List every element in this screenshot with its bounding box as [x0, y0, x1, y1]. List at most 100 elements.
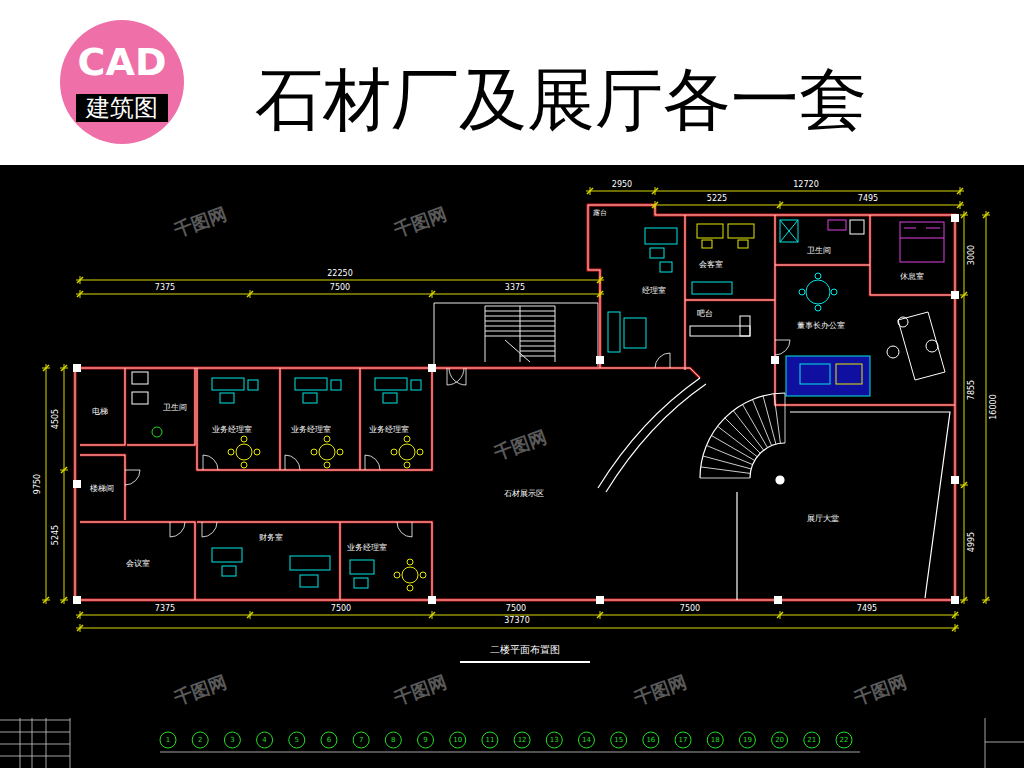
room-area: 电梯	[80, 370, 125, 440]
dimension-lines	[587, 188, 593, 194]
furniture	[740, 316, 750, 336]
axis-number: 2	[197, 737, 203, 744]
room-label: 露台	[592, 210, 608, 217]
stair-block	[434, 303, 598, 368]
dimension-lines	[250, 290, 251, 298]
wall	[75, 205, 955, 600]
room-area: 楼梯间	[80, 455, 125, 520]
dimension-text: 12720	[792, 181, 819, 189]
dimension-lines	[655, 187, 656, 195]
dimension-lines	[957, 188, 963, 194]
column	[428, 364, 436, 372]
furniture	[624, 318, 646, 348]
room-area: 财务室	[197, 524, 340, 600]
dimension-text: 3000	[968, 244, 976, 266]
dimension-lines	[60, 600, 68, 601]
curved-wall	[776, 476, 784, 484]
axis-number: 18	[710, 737, 721, 744]
dimension-lines	[61, 365, 67, 371]
door-swing	[397, 522, 412, 537]
dimension-lines	[780, 611, 781, 619]
dimension-text: 7855	[968, 379, 976, 401]
axis-bubble	[353, 732, 369, 748]
furniture	[248, 380, 258, 390]
axis-bubble	[160, 732, 852, 748]
axis-bubble	[643, 732, 659, 748]
axis-bubble	[675, 732, 691, 748]
dimension-text: 7500	[330, 605, 352, 613]
furniture	[331, 380, 341, 390]
axis-number: 3	[229, 737, 235, 744]
furniture	[241, 462, 247, 468]
dimension-text: 7375	[154, 284, 176, 292]
furniture	[241, 436, 247, 442]
furniture	[660, 262, 672, 272]
furniture	[887, 346, 899, 358]
curved-wall	[790, 412, 950, 598]
furniture	[402, 567, 418, 583]
dimension-lines	[61, 467, 67, 473]
column	[951, 214, 959, 222]
room-area: 卫生间	[127, 370, 195, 445]
dimension-lines	[777, 612, 783, 618]
column	[951, 476, 959, 484]
furniture	[236, 444, 252, 460]
dimension-text: 7375	[154, 605, 176, 613]
room-area: 吧台	[687, 302, 775, 370]
watermark: 千图网	[171, 204, 230, 240]
badge-text: CAD	[77, 43, 168, 81]
furniture	[926, 340, 938, 352]
room-area: 业务经理室	[281, 370, 360, 470]
dimension-text: 4995	[968, 531, 976, 553]
furniture	[645, 228, 677, 244]
dimension-lines	[960, 215, 968, 216]
axis-number: 7	[358, 737, 364, 744]
dimension-lines	[983, 212, 989, 218]
furniture	[324, 462, 330, 468]
dimension-lines	[247, 612, 253, 618]
furniture	[354, 578, 368, 588]
room-label: 吧台	[697, 310, 713, 318]
room-area: 业务经理室	[341, 524, 432, 600]
dimension-lines	[955, 624, 956, 632]
room-label: 财务室	[259, 534, 283, 542]
axis-number: 4	[261, 737, 267, 744]
axis-number: 9	[422, 737, 428, 744]
dimension-lines	[80, 290, 81, 298]
axis-bubble	[257, 732, 273, 748]
axis-number: 12	[517, 737, 528, 744]
spiral-stair	[763, 396, 776, 444]
curved-wall	[736, 492, 737, 600]
dimension-lines	[652, 202, 658, 208]
furniture	[780, 220, 798, 242]
dimension-text: 2950	[611, 181, 633, 189]
room-label: 会议室	[126, 560, 150, 568]
dimension-lines	[42, 600, 50, 601]
spiral-stair	[752, 399, 771, 445]
furniture	[337, 449, 343, 455]
axis-number: 6	[326, 737, 332, 744]
furniture	[220, 393, 234, 403]
dimension-lines	[77, 277, 83, 283]
axis-number: 11	[484, 737, 495, 744]
dimension-lines	[429, 612, 435, 618]
furniture	[132, 220, 945, 591]
dimension-lines	[76, 615, 959, 616]
spiral-stair	[700, 478, 750, 479]
dimension-lines	[960, 187, 961, 195]
dimension-text: 9750	[34, 473, 42, 495]
stair-block	[485, 306, 555, 362]
dimension-text: 7500	[505, 605, 527, 613]
dimension-lines	[777, 202, 783, 208]
dimension-text: 22250	[326, 270, 353, 278]
dimension-lines	[432, 290, 433, 298]
badge-subtitle: 建筑图	[76, 94, 168, 122]
column	[73, 480, 81, 488]
furniture	[738, 240, 748, 248]
dimension-lines	[76, 628, 959, 629]
furniture	[311, 449, 317, 455]
room-area: 展厅大堂	[737, 415, 952, 598]
dimension-lines	[247, 291, 253, 297]
furniture	[228, 449, 234, 455]
